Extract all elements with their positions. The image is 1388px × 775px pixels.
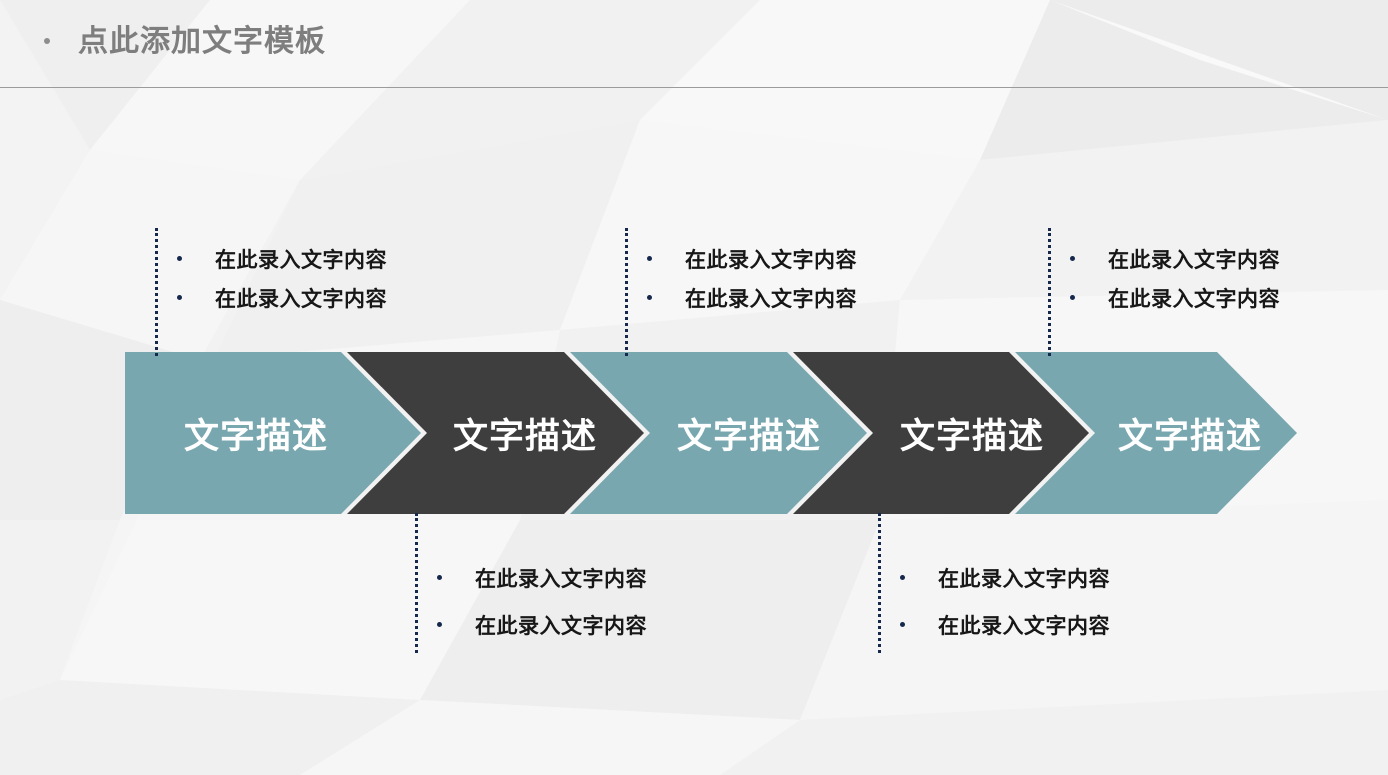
callout-text: 在此录入文字内容 bbox=[215, 287, 387, 311]
callout-item-list: 在此录入文字内容 在此录入文字内容 bbox=[177, 244, 387, 322]
bullet-icon bbox=[900, 622, 905, 627]
callout-item-list: 在此录入文字内容 在此录入文字内容 bbox=[647, 244, 857, 322]
header-bullet-icon bbox=[44, 38, 50, 44]
callout-connector-line bbox=[878, 513, 881, 653]
callout-connector-line bbox=[155, 228, 158, 356]
callout-text: 在此录入文字内容 bbox=[685, 287, 857, 311]
process-arrow-shapes bbox=[125, 352, 1297, 514]
bullet-icon bbox=[437, 622, 442, 627]
callout-text: 在此录入文字内容 bbox=[1108, 287, 1280, 311]
bullet-icon bbox=[177, 256, 182, 261]
bullet-icon bbox=[647, 256, 652, 261]
callout-connector-line bbox=[625, 228, 628, 356]
list-item: 在此录入文字内容 bbox=[437, 610, 647, 657]
bullet-icon bbox=[177, 295, 182, 300]
bullet-icon bbox=[1070, 295, 1075, 300]
callout-text: 在此录入文字内容 bbox=[215, 248, 387, 272]
arrow-shape-5 bbox=[1005, 352, 1297, 514]
header-divider bbox=[0, 87, 1388, 88]
bullet-icon bbox=[900, 575, 905, 580]
callout-connector-line bbox=[415, 513, 418, 653]
arrow-shape-4 bbox=[790, 352, 1089, 514]
callout-item-list: 在此录入文字内容 在此录入文字内容 bbox=[1070, 244, 1280, 322]
list-item: 在此录入文字内容 bbox=[437, 563, 647, 610]
page-title: 点此添加文字模板 bbox=[78, 24, 326, 59]
callout-text: 在此录入文字内容 bbox=[475, 614, 647, 638]
callout-text: 在此录入文字内容 bbox=[1108, 248, 1280, 272]
callout-text: 在此录入文字内容 bbox=[938, 614, 1110, 638]
arrow-shape-1 bbox=[125, 352, 421, 514]
process-arrow-band: 文字描述 文字描述 文字描述 文字描述 文字描述 bbox=[125, 352, 1297, 514]
list-item: 在此录入文字内容 bbox=[1070, 244, 1280, 283]
arrow-shape-2 bbox=[344, 352, 644, 514]
list-item: 在此录入文字内容 bbox=[900, 563, 1110, 610]
bullet-icon bbox=[1070, 256, 1075, 261]
slide-header: 点此添加文字模板 bbox=[0, 0, 1388, 88]
list-item: 在此录入文字内容 bbox=[177, 283, 387, 322]
list-item: 在此录入文字内容 bbox=[177, 244, 387, 283]
callout-text: 在此录入文字内容 bbox=[938, 567, 1110, 591]
list-item: 在此录入文字内容 bbox=[900, 610, 1110, 657]
list-item: 在此录入文字内容 bbox=[647, 244, 857, 283]
callout-connector-line bbox=[1048, 228, 1051, 356]
bullet-icon bbox=[647, 295, 652, 300]
bullet-icon bbox=[437, 575, 442, 580]
list-item: 在此录入文字内容 bbox=[1070, 283, 1280, 322]
list-item: 在此录入文字内容 bbox=[647, 283, 857, 322]
callout-text: 在此录入文字内容 bbox=[475, 567, 647, 591]
arrow-shape-3 bbox=[567, 352, 867, 514]
callout-item-list: 在此录入文字内容 在此录入文字内容 bbox=[437, 563, 647, 657]
callout-item-list: 在此录入文字内容 在此录入文字内容 bbox=[900, 563, 1110, 657]
callout-text: 在此录入文字内容 bbox=[685, 248, 857, 272]
